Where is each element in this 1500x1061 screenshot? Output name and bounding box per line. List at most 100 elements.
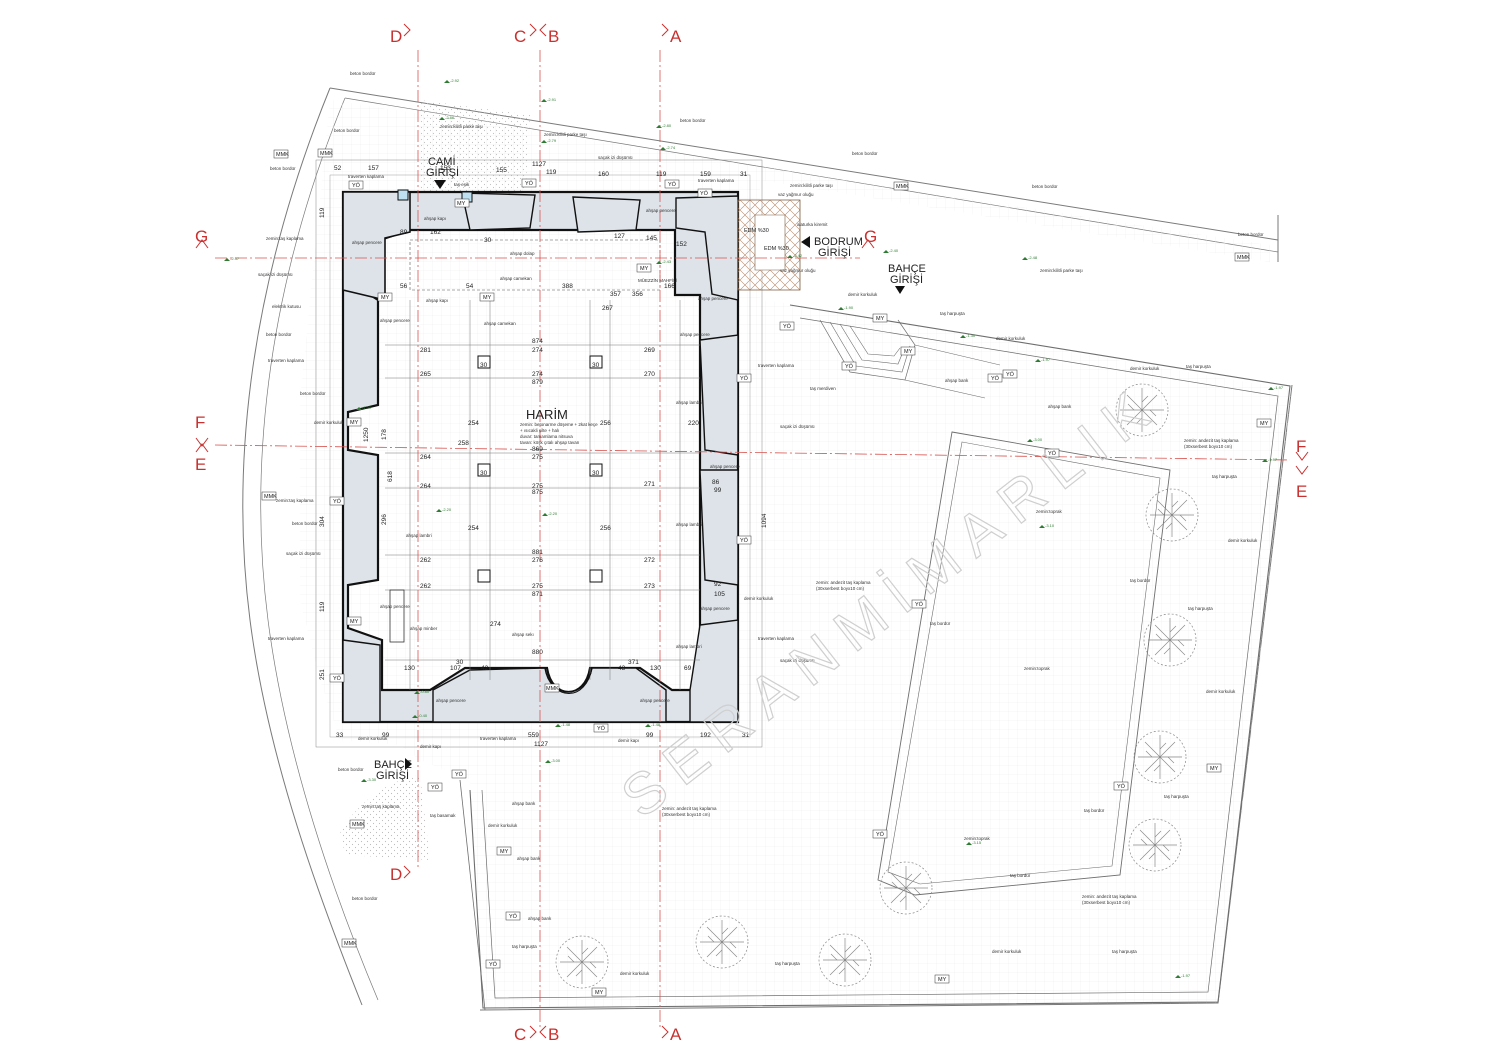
dimension-label: 879 <box>532 379 543 386</box>
annotation-label: zemin: andezit taş kaplama <box>1184 438 1239 443</box>
annotation-label: beton bordür <box>852 151 878 156</box>
tag-label: MMK <box>546 686 559 692</box>
dimension-label: 127 <box>614 233 625 240</box>
tag-label: YÖ <box>352 182 361 189</box>
annotation-label: taş harpuşta <box>775 961 800 966</box>
dimension-label: 356 <box>632 291 643 298</box>
annotation-label: ahşap bank <box>517 856 541 861</box>
dimension-label: 30 <box>592 470 600 477</box>
tag-label: YÖ <box>1006 371 1015 378</box>
level-label: -2.42 <box>793 253 803 258</box>
tag-label: MMK <box>264 494 277 500</box>
section-marker-e-right: E <box>1296 482 1307 501</box>
dimension-label: 265 <box>420 371 431 378</box>
bodrum-girisi-title: BODRUM <box>814 236 863 248</box>
dimension-label: 31 <box>742 732 750 739</box>
annotation-label: ahşap kapı <box>426 298 448 303</box>
bahce-girisi-east-title-2: GİRİŞİ <box>890 273 923 286</box>
annotation-label: traverten kaplama <box>348 174 385 179</box>
annotation-label: (30xserbest boyx10 cm) <box>1082 900 1131 905</box>
dimension-label: 276 <box>532 557 543 564</box>
annotation-label: saçak izi düşümü <box>780 424 815 429</box>
annotation-label: zemin:toprak <box>1024 666 1051 671</box>
annotation-label: ahşap camekan <box>484 321 516 326</box>
tag-label: MMK <box>344 941 357 947</box>
dimension-label: 269 <box>644 347 655 354</box>
tag-label: MY <box>640 266 649 272</box>
level-label: -2.74 <box>666 145 676 150</box>
dimension-label: 264 <box>420 483 431 490</box>
dimension-label: 880 <box>532 649 543 656</box>
tag-label: MY <box>876 316 885 322</box>
level-label: -3.00 <box>1033 437 1043 442</box>
annotation-label: zemin:taş kaplama <box>276 498 314 503</box>
annotation-label: beton bordür <box>300 391 326 396</box>
tag-label: MY <box>1260 421 1269 427</box>
annotation-label: ahşap bank <box>512 801 536 806</box>
tag-label: YÖ <box>525 180 534 187</box>
level-label: -2.37 <box>230 256 240 261</box>
level-label: -1.97 <box>1268 457 1278 462</box>
annotation-label: taş harpuşta <box>1188 606 1213 611</box>
annotation-label: ahşap lambri <box>676 522 702 527</box>
dimension-label: 153 <box>440 165 451 172</box>
entrance-arrow-icon <box>801 236 810 248</box>
dimension-label: 30 <box>592 362 600 369</box>
dimension-label: 119 <box>656 171 667 178</box>
annotation-label: demir korkuluk <box>744 596 774 601</box>
annotation-label: (30xserbest boyx10 cm) <box>1184 444 1233 449</box>
dimension-label: 178 <box>381 429 388 440</box>
dimension-label: 43 <box>618 665 626 672</box>
dimension-label: 275 <box>532 583 543 590</box>
tag-label: MY <box>1210 766 1219 772</box>
annotation-label: zemin: andezit taş kaplama <box>1082 894 1137 899</box>
section-marker-g-right: G <box>864 227 877 246</box>
level-label: -2.79 <box>547 138 557 143</box>
dimension-label: 262 <box>420 583 431 590</box>
level-label: -2.91 <box>547 97 557 102</box>
titles: CAMİ GİRİŞİ BODRUM GİRİŞİ BAHÇE GİRİŞİ B… <box>374 155 926 782</box>
bodrum-girisi-title-2: GİRİŞİ <box>818 246 851 259</box>
harim-note-1: zemin: betonarme döşeme + 2kat keçe <box>520 422 598 427</box>
tag-label: YÖ <box>991 375 1000 382</box>
level-label: -3.10 <box>1045 523 1055 528</box>
annotation-label: beton bordür <box>292 521 318 526</box>
dimension-label: 357 <box>610 291 621 298</box>
annotation-label: zemin: andezit taş kaplama <box>816 580 871 585</box>
entrance-arrow-icon <box>405 758 412 770</box>
tag-label: YÖ <box>431 784 440 791</box>
annotation-label: taş merdiven <box>810 386 836 391</box>
annotation-label: ahşap pencere <box>352 240 382 245</box>
dimension-label: 871 <box>532 591 543 598</box>
annotation-label: traverten kaplama <box>698 178 735 183</box>
annotation-label: beton bordür <box>680 118 706 123</box>
tag-label: YÖ <box>700 190 709 197</box>
dimension-label: 166 <box>664 283 675 290</box>
tag-label: YÖ <box>1117 783 1126 790</box>
dimension-label: 256 <box>600 420 611 427</box>
level-label: -1.97 <box>1041 357 1051 362</box>
annotation-label: taş bordür <box>1130 578 1151 583</box>
level-label: -2.20 <box>442 507 452 512</box>
level-label: -2.48 <box>1028 255 1038 260</box>
level-markers: -2.92 -2.91 -2.86 -2.80 -2.79 -2.74 -2.4… <box>224 78 1284 978</box>
dimension-label: 119 <box>319 207 326 218</box>
section-marker-f-left: F <box>195 413 205 432</box>
harim-note-2: + ısıcakli şilte + halı <box>520 428 559 433</box>
material-tag-labels: MMK MMK YÖ MY YÖ YÖ YÖ MY MY MY MY YÖ YÖ… <box>264 151 1269 996</box>
section-marker-b-bottom: B <box>548 1025 559 1044</box>
dimension-label: 1127 <box>532 161 546 168</box>
section-marker-c-bottom: C <box>514 1025 526 1044</box>
dimension-label: 262 <box>420 557 431 564</box>
tag-label: YÖ <box>915 601 924 608</box>
section-marker-a-bottom: A <box>670 1025 682 1044</box>
annotation-label: traverten kaplama <box>758 363 795 368</box>
annotation-label: ahşap lambri <box>676 400 702 405</box>
annotation-label: ahşap pencere <box>436 698 466 703</box>
annotation-label: vaz yağmur oluğu <box>780 268 816 273</box>
dimension-label: 618 <box>387 471 394 482</box>
dimension-label: 99 <box>382 732 390 739</box>
tag-label: EDM %30 <box>764 246 789 252</box>
annotation-label: traverten kaplama <box>268 358 305 363</box>
annotation-label: taş harpuşta <box>512 944 537 949</box>
